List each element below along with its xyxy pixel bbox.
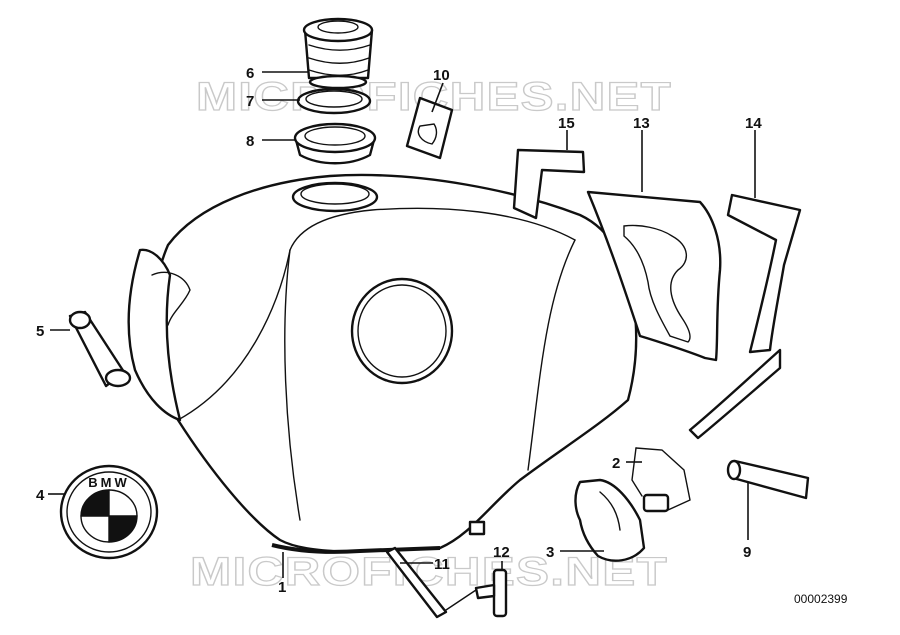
callout-12: 12 xyxy=(493,544,510,561)
gasket-ring xyxy=(296,87,372,115)
callout-4: 4 xyxy=(36,487,45,504)
filler-neck-ring xyxy=(293,122,377,165)
fuel-hose xyxy=(726,459,810,500)
filler-cap xyxy=(302,17,374,90)
leader-lines xyxy=(48,71,756,578)
bmw-emblem: BMW xyxy=(59,464,159,560)
callout-9: 9 xyxy=(743,544,751,561)
hose-clamp xyxy=(631,447,691,513)
callout-10: 10 xyxy=(433,67,450,84)
watermark-bottom: MICROFICHES.NET xyxy=(190,550,668,594)
callout-2: 2 xyxy=(612,455,620,472)
knee-pad xyxy=(586,190,722,362)
callout-5: 5 xyxy=(36,323,44,340)
pad-strip xyxy=(512,148,586,220)
t-connector xyxy=(445,568,508,618)
callouts: 6 7 8 10 15 13 14 5 4 1 11 12 3 2 9 xyxy=(36,65,762,596)
breather-hose xyxy=(385,546,448,619)
watermark-top: MICROFICHES.NET xyxy=(196,75,672,119)
callout-11: 11 xyxy=(434,556,450,573)
grommet xyxy=(68,310,132,388)
callout-13: 13 xyxy=(633,115,650,132)
callout-14: 14 xyxy=(745,115,762,132)
callout-8: 8 xyxy=(246,133,254,150)
fuel-tank xyxy=(127,173,638,554)
document-number: 00002399 xyxy=(794,592,848,606)
callout-7: 7 xyxy=(246,93,254,110)
callout-6: 6 xyxy=(246,65,254,82)
mounting-bracket xyxy=(574,478,646,562)
callout-1: 1 xyxy=(278,579,286,596)
warning-label xyxy=(405,96,454,160)
callout-3: 3 xyxy=(546,544,554,561)
emblem-lettering: BMW xyxy=(88,475,130,490)
callout-15: 15 xyxy=(558,115,575,132)
knee-pad-right xyxy=(688,193,802,440)
